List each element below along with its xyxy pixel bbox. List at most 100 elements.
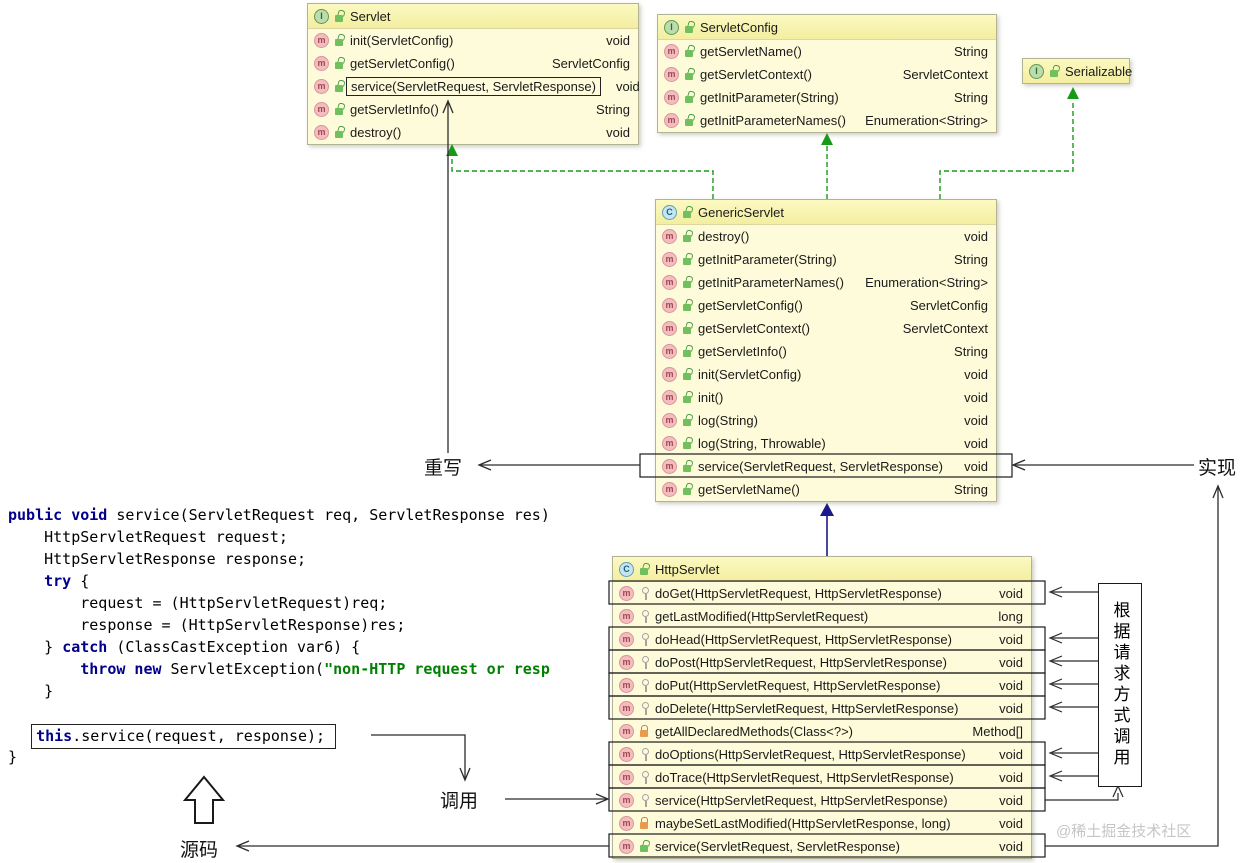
interface-icon: I xyxy=(314,8,329,24)
public-icon xyxy=(684,68,695,81)
method-icon: m xyxy=(314,125,329,140)
public-icon xyxy=(334,80,345,93)
method-icon: m xyxy=(619,632,634,647)
class-icon: C xyxy=(619,561,634,577)
public-icon xyxy=(682,345,693,358)
method-icon: m xyxy=(314,79,329,94)
method-icon: m xyxy=(662,344,677,359)
public-icon xyxy=(334,57,345,70)
public-icon xyxy=(639,563,650,576)
public-icon xyxy=(334,103,345,116)
method-icon: m xyxy=(619,724,634,739)
public-icon xyxy=(1049,65,1060,78)
this-service-call-box: this.service(request, response); xyxy=(31,724,337,749)
class-header: I ServletConfig xyxy=(658,15,996,40)
public-icon xyxy=(682,368,693,381)
realization-arrowhead xyxy=(446,144,458,156)
method-icon: m xyxy=(314,56,329,71)
method-icon: m xyxy=(619,586,634,601)
public-icon xyxy=(684,21,695,34)
method-icon: m xyxy=(619,701,634,716)
override-label: 重写 xyxy=(424,458,463,479)
visibility-icon xyxy=(639,702,650,715)
public-icon xyxy=(334,126,345,139)
visibility-icon xyxy=(639,656,650,669)
public-icon xyxy=(682,230,693,243)
method-icon: m xyxy=(664,67,679,82)
visibility-icon xyxy=(639,679,650,692)
method-row[interactable]: m service(ServletRequest, ServletResponse… xyxy=(308,75,640,98)
source-annotation-lines xyxy=(235,840,609,852)
class-box-serializable[interactable]: I Serializable xyxy=(1022,58,1133,84)
override-annotation-lines xyxy=(442,99,640,471)
method-icon: m xyxy=(662,390,677,405)
public-icon xyxy=(682,437,693,450)
method-icon: m xyxy=(662,413,677,428)
class-name: Serializable xyxy=(1065,63,1133,79)
watermark: @稀土掘金技术社区 xyxy=(1056,823,1192,840)
method-icon: m xyxy=(662,436,677,451)
implement-label: 实现 xyxy=(1198,458,1237,479)
class-header: I Servlet xyxy=(308,4,638,29)
public-icon xyxy=(682,414,693,427)
source-hollow-up-arrow xyxy=(182,775,226,824)
method-icon: m xyxy=(619,609,634,624)
visibility-icon xyxy=(639,794,650,807)
interface-icon: I xyxy=(664,19,679,35)
public-icon xyxy=(684,114,695,127)
method-icon: m xyxy=(662,298,677,313)
realization-arrowhead xyxy=(821,133,833,145)
method-icon: m xyxy=(619,655,634,670)
method-icon: m xyxy=(662,367,677,382)
public-icon xyxy=(682,460,693,473)
class-header: C HttpServlet xyxy=(613,557,1031,582)
method-icon: m xyxy=(662,321,677,336)
public-icon xyxy=(682,276,693,289)
public-icon xyxy=(684,45,695,58)
highlighted-method: service(ServletRequest, ServletResponse) xyxy=(346,77,601,96)
public-icon xyxy=(682,322,693,335)
public-icon xyxy=(682,299,693,312)
method-icon: m xyxy=(664,44,679,59)
public-icon xyxy=(682,206,693,219)
interface-icon: I xyxy=(1029,63,1044,79)
class-header: C GenericServlet xyxy=(656,200,996,225)
